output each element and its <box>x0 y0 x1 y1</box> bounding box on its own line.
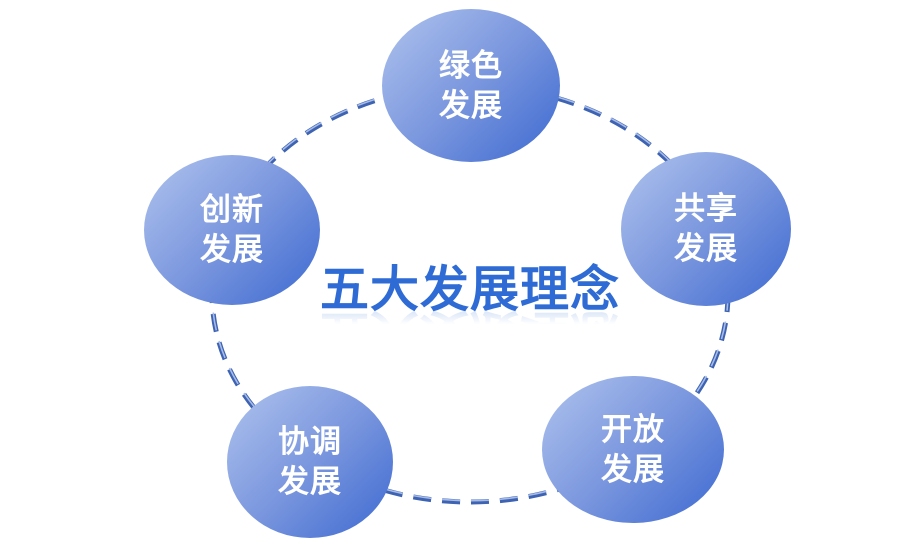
title-reflection: 五大发展理念 <box>319 304 621 359</box>
bubble-label-line2: 发展 <box>439 87 503 123</box>
title-text: 五大发展理念 <box>319 263 621 317</box>
bubble-sharing-development: 共享 发展 <box>621 152 791 306</box>
bubble-label-line2: 发展 <box>200 232 264 267</box>
bubble-label-line1: 创新 <box>200 192 264 227</box>
bubble-label-line1: 共享 <box>674 191 738 226</box>
bubble-label-line1: 协调 <box>278 424 342 459</box>
bubble-green-development: 绿色 发展 <box>382 9 560 162</box>
bubble-coordination-development: 协调 发展 <box>227 386 393 538</box>
bubble-label-line2: 发展 <box>674 231 738 266</box>
bubble-label-line2: 发展 <box>278 464 342 499</box>
bubble-label-line1: 绿色 <box>439 47 503 83</box>
diagram-title: 五大发展理念 五大发展理念 <box>319 263 621 359</box>
bubble-open-development: 开放 发展 <box>542 376 724 523</box>
bubble-innovation-development: 创新 发展 <box>144 155 320 305</box>
bubble-label-line2: 发展 <box>601 451 665 487</box>
bubble-label-line1: 开放 <box>601 411 665 447</box>
